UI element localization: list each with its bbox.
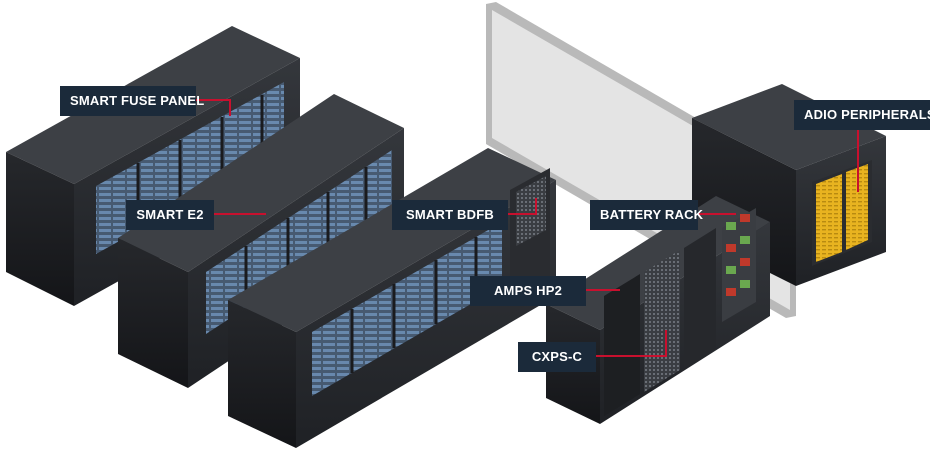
label-adio-peripherals: ADIO PERIPHERALS: [794, 100, 936, 130]
leader-lines: [196, 99, 859, 357]
label-smart-bdfb: SMART BDFB: [392, 200, 508, 230]
label-smart-fuse-panel: SMART FUSE PANEL: [60, 86, 204, 116]
label-smart-e2: SMART E2: [126, 200, 214, 230]
battery-cells: [722, 208, 756, 322]
label-amps-hp2: AMPS HP2: [470, 276, 586, 306]
label-battery-rack: BATTERY RACK: [590, 200, 703, 230]
power-system-racks: [546, 196, 770, 424]
label-cxps-c: CXPS-C: [518, 342, 596, 372]
